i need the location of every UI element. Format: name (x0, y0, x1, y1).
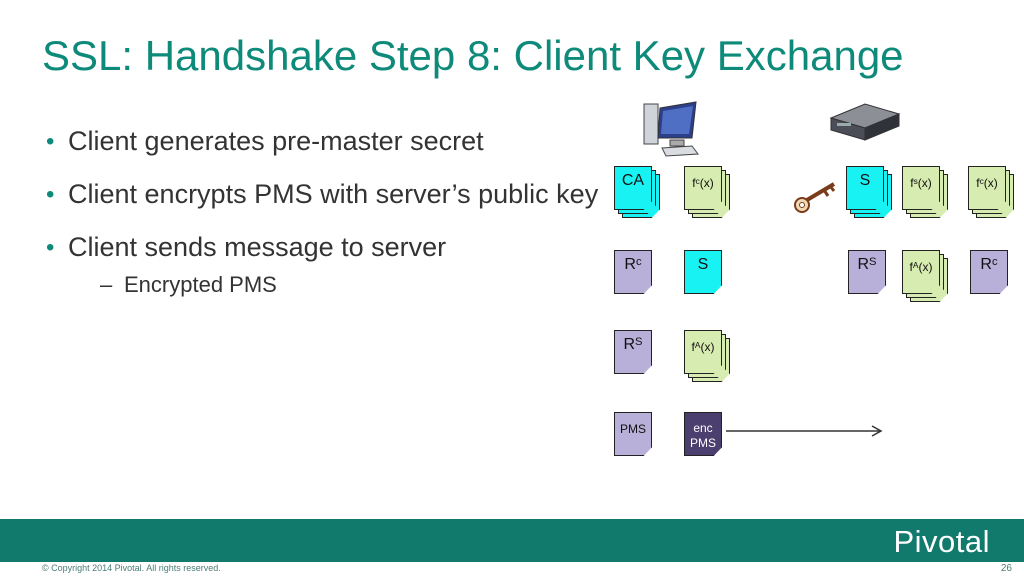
bullet-text: Client generates pre-master secret (68, 126, 484, 156)
bullet-dot-icon: • (46, 234, 55, 261)
sub-bullet-item: –Encrypted PMS (100, 271, 606, 299)
doc-label: enc PMS (684, 412, 722, 456)
copyright-text: © Copyright 2014 Pivotal. All rights res… (42, 563, 221, 573)
slide-title: SSL: Handshake Step 8: Client Key Exchan… (42, 32, 904, 79)
bullet-item: • Client encrypts PMS with server’s publi… (46, 177, 608, 212)
bullet-dot-icon: • (46, 181, 55, 208)
doc-label: CA (621, 172, 645, 189)
bullet-item: • Client sends message to server (46, 230, 606, 265)
server-cert-doc: S (846, 166, 896, 218)
bullet-list: • Client generates pre-master secret • Cli… (46, 124, 606, 299)
arrow-right-icon (726, 425, 883, 437)
doc-label: S (859, 172, 871, 189)
bullet-item: • Client generates pre-master secret (46, 124, 606, 159)
page-number: 26 (1000, 563, 1012, 574)
doc-label: PMS (619, 422, 646, 436)
computer-monitor-icon (643, 101, 699, 157)
key-icon (794, 182, 836, 213)
bullet-dot-icon: • (46, 128, 55, 155)
doc-label: S (697, 256, 709, 273)
footer-bar: Pivotal (0, 519, 1024, 562)
pms-label: PMS (689, 435, 716, 450)
ca-certificate-doc: CA (614, 166, 664, 218)
server-icon (829, 103, 901, 141)
pre-master-secret-doc: PMS (614, 412, 664, 462)
sub-bullet-text: Encrypted PMS (124, 272, 277, 297)
enc-label: enc (693, 420, 713, 435)
client-server-cert-doc: S (684, 250, 734, 300)
pivotal-logo: Pivotal (893, 524, 990, 559)
bullet-text: Client sends message to server (68, 232, 447, 262)
encrypted-pms-doc: enc PMS (684, 412, 734, 462)
dash-icon: – (100, 272, 113, 297)
bullet-text: Client encrypts PMS with server’s public… (68, 179, 599, 209)
